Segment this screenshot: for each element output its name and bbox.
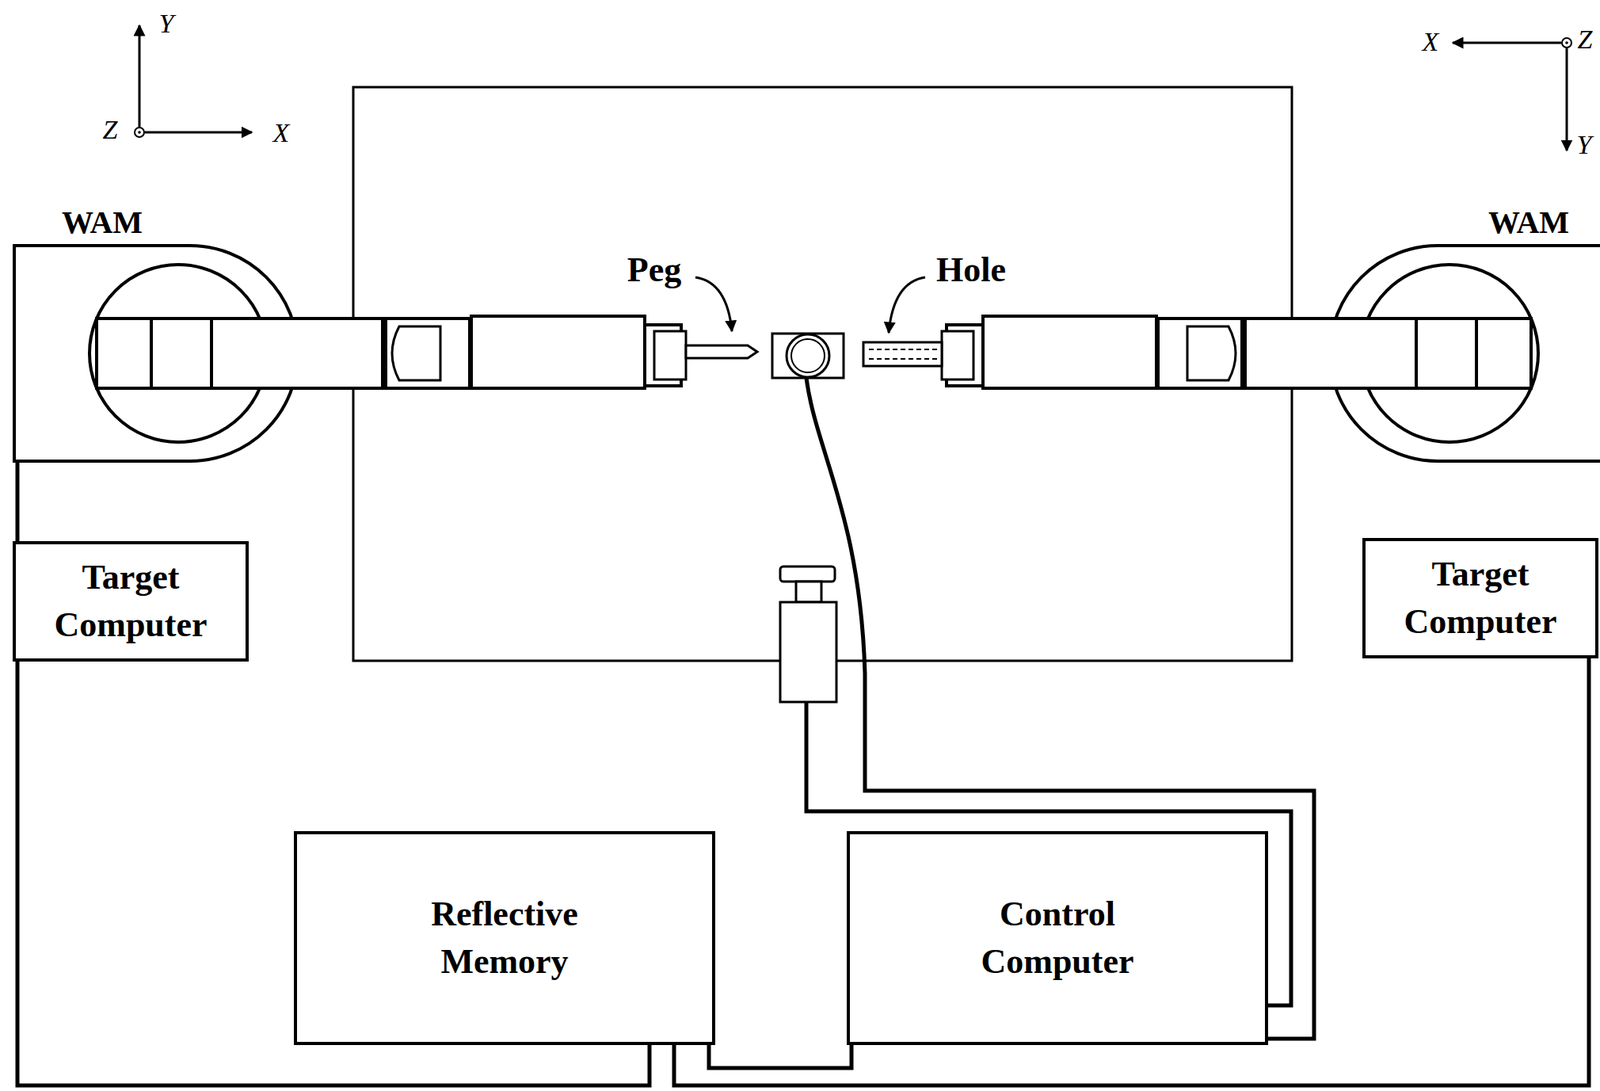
leader-arrow (888, 277, 926, 333)
frame-origin (1561, 38, 1572, 48)
computer-box: Control Computer (846, 830, 1269, 1045)
left-robot-arm (14, 245, 686, 461)
network-cable (674, 658, 1589, 1086)
top-camera (772, 333, 844, 378)
axis-label: Z (102, 114, 119, 145)
hole-bore (868, 348, 940, 351)
axis-label: Y (159, 8, 175, 39)
side-camera (780, 601, 837, 702)
robot-cable (15, 460, 20, 541)
right-robot-arm (941, 245, 1600, 461)
frame-origin-dot (1565, 41, 1569, 45)
computer-box: Reflective Memory (293, 830, 716, 1045)
frame-origin (134, 127, 145, 138)
axis-label: Y (1577, 129, 1593, 160)
camera-lens (786, 334, 830, 378)
box-text-group: Target Computer (31, 553, 230, 649)
camera-lens (791, 339, 825, 373)
hole-bore (868, 358, 940, 360)
box-label: Target Computer (31, 553, 230, 649)
box-label: Control Computer (938, 890, 1177, 986)
part-label: Hole (936, 251, 1006, 290)
camera-neck (796, 581, 822, 602)
axis-arrow (144, 131, 252, 134)
axis-label: X (273, 118, 290, 148)
axis-arrow (1565, 48, 1569, 151)
axis-arrow (1452, 41, 1562, 45)
frame-origin-dot (137, 130, 141, 134)
box-text-group: Reflective Memory (385, 890, 624, 986)
computer-box: Target Computer (1362, 537, 1599, 659)
peg (685, 345, 758, 359)
network-cable (708, 1044, 852, 1068)
axis-arrow (138, 25, 141, 127)
leader-arrow (695, 277, 732, 332)
box-text-group: Target Computer (1381, 550, 1580, 646)
axis-label: Z (1577, 24, 1593, 54)
hole (863, 342, 942, 366)
robot-name: WAM (61, 205, 143, 240)
robot-name: WAM (1488, 205, 1570, 240)
box-label: Reflective Memory (385, 890, 624, 986)
axis-label: X (1422, 26, 1440, 57)
box-text-group: Control Computer (938, 890, 1177, 986)
computer-box: Target Computer (12, 540, 249, 662)
camera-lens (780, 566, 835, 582)
part-label: Peg (627, 251, 682, 290)
box-label: Target Computer (1381, 550, 1580, 646)
